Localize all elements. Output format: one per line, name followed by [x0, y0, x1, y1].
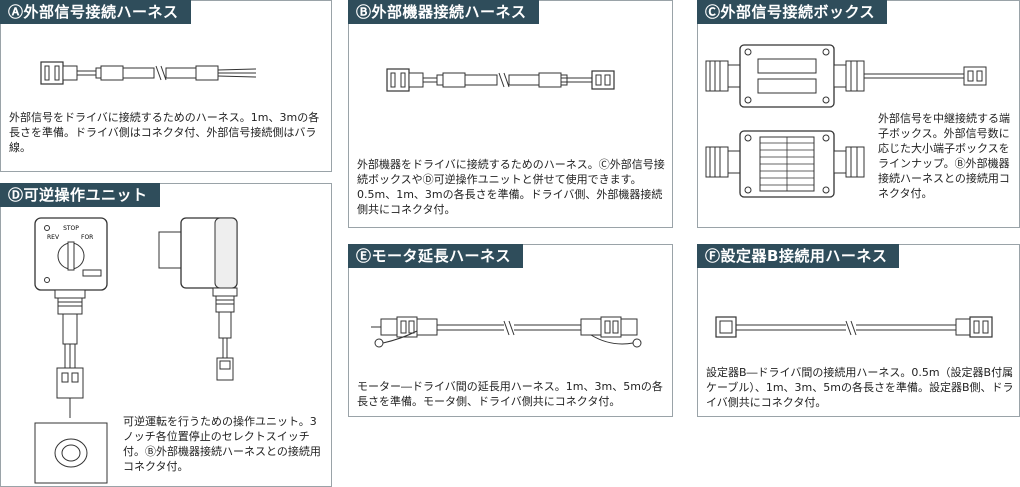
panel-title: Ⓔモータ延長ハーネス	[348, 244, 524, 268]
panel-title: Ⓓ可逆操作ユニット	[0, 183, 160, 207]
for-label: FOR	[81, 234, 93, 241]
terminal-box-closed-illustration	[705, 44, 987, 108]
panel-title: Ⓑ外部機器接続ハーネス	[348, 0, 539, 24]
panel-description: 外部信号を中継接続する端子ボックス。外部信号数に応じた大小端子ボックスをラインナ…	[878, 112, 1010, 200]
panel-description: モーター―ドライバ間の延長用ハーネス。1m、3m、5mの各長さを準備。モータ側、…	[357, 380, 663, 408]
motor-extension-harness-illustration	[371, 316, 642, 348]
operation-unit-front-illustration: STOP REV FOR	[34, 217, 108, 484]
panel-external-device-harness: Ⓑ外部機器接続ハーネス 外部機器をドライバに接続するためのハーネス。Ⓒ外部信号接…	[348, 0, 673, 228]
external-device-harness-illustration	[386, 68, 615, 92]
panel-setter-b-harness: Ⓕ設定器B接続用ハーネス 設定器B―ドライバ間の接続用ハーネス。0.5m（設定器…	[697, 244, 1020, 417]
panel-title: Ⓐ外部信号接続ハーネス	[0, 0, 191, 24]
panel-title: Ⓒ外部信号接続ボックス	[697, 0, 888, 24]
external-signal-harness-illustration	[40, 61, 257, 85]
stop-label: STOP	[63, 225, 79, 232]
setter-b-harness-illustration	[715, 316, 993, 338]
rev-label: REV	[47, 234, 60, 241]
panel-reversible-operation-unit: Ⓓ可逆操作ユニット STOP REV FOR 可逆運転を行	[0, 183, 332, 487]
panel-description: 可逆運転を行うための操作ユニット。3ノッチ各位置停止のセレクトスイッチ付。Ⓑ外部…	[123, 415, 321, 473]
panel-description: 設定器B―ドライバ間の接続用ハーネス。0.5m（設定器B付属ケーブル）、1m、3…	[706, 366, 1014, 409]
terminal-box-open-illustration	[705, 130, 865, 198]
panel-title: Ⓕ設定器B接続用ハーネス	[697, 244, 900, 268]
panel-description: 外部機器をドライバに接続するためのハーネス。Ⓒ外部信号接続ボックスやⒹ可逆操作ユ…	[357, 158, 665, 216]
panel-external-signal-harness: Ⓐ外部信号接続ハーネス 外部信号をドライバに接続するためのハーネス。1m、3mの…	[0, 0, 332, 172]
panel-description: 外部信号をドライバに接続するためのハーネス。1m、3mの各長さを準備。ドライバ側…	[9, 111, 320, 154]
operation-unit-side-illustration	[158, 217, 238, 381]
panel-external-signal-box: Ⓒ外部信号接続ボックス 外	[697, 0, 1020, 228]
panel-motor-extension-harness: Ⓔモータ延長ハーネス モーター―ドライバ間の延長用ハーネス。1m、3m、5mの各…	[348, 244, 673, 417]
